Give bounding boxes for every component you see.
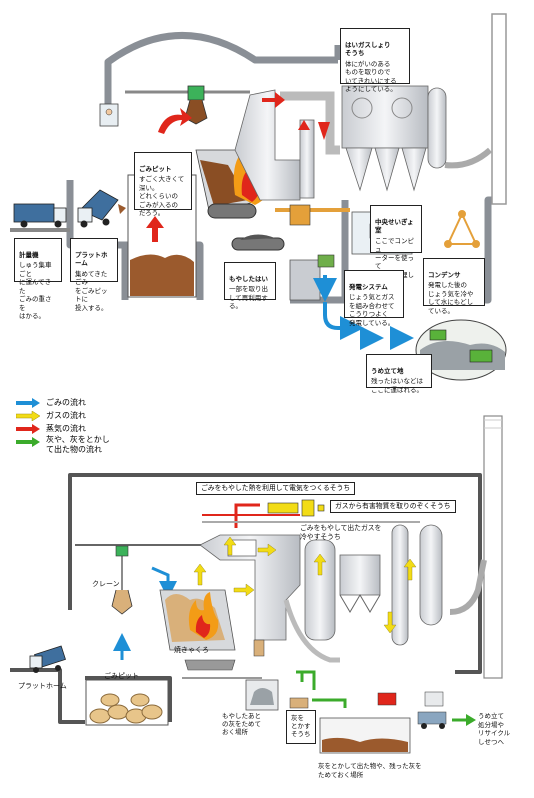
note-exhaust-title: はいガスしょり そうち	[345, 40, 391, 58]
bottom-garbage-pit	[85, 679, 169, 726]
note-power-system: 発電システムじょう気とガス を組み合わせて こうりつよく 発電している。	[344, 270, 404, 327]
legend-arrow-icon-steam	[16, 423, 40, 434]
note-platform: プラットホーム集めてきたごみ をごみピットに 投入する。	[70, 238, 118, 312]
top-truck-weighing	[10, 203, 70, 232]
note-weighing-title: 計量機	[19, 250, 39, 259]
top-chimney	[444, 13, 507, 205]
bottom-furnace	[159, 589, 262, 679]
top-steam-arrows	[146, 92, 330, 242]
note-landfill-body: 残ったはいなどは ここに運ばれる。	[371, 377, 423, 394]
note-weighing-body: しゅう集車ごと に運んできた ごみの重さを はかる。	[19, 261, 52, 320]
label-ash-store: もやしたあと の灰をためて おく場所	[222, 712, 261, 736]
note-ash-body: 一部を取り出 して再利用する。	[229, 285, 268, 310]
top-gas-treatment	[341, 85, 447, 192]
note-garbage-pit: ごみピットすごく大きくて 深い。 どれくらいの ごみが入るの だろう。	[134, 152, 192, 217]
note-garbage-pit-title: ごみピット	[139, 164, 172, 173]
note-ash: もやしたはい一部を取り出 して再利用する。	[224, 262, 276, 310]
top-landfill-image	[415, 319, 507, 381]
top-ash-truck	[317, 254, 335, 268]
legend-label-steam: 蒸気の流れ	[46, 424, 86, 433]
note-platform-body: 集めてきたごみ をごみピットに 投入する。	[75, 269, 108, 312]
note-garbage-pit-body: すごく大きくて 深い。 どれくらいの ごみが入るの だろう。	[139, 175, 185, 217]
bottom-crane	[75, 544, 205, 615]
note-control-title: 中央せいぎょ室	[375, 217, 414, 235]
legend-item-garbage: ごみの流れ	[16, 396, 172, 409]
legend-arrow-icon-ash	[16, 437, 40, 447]
note-power-title: 発電システム	[349, 282, 388, 291]
note-exhaust-treatment: はいガスしょり そうち体にがいのある ものを取りので いてきれいにする ようにし…	[340, 28, 410, 93]
note-weighing: 計量機しゅう集車ごと に運んできた ごみの重さを はかる。	[14, 238, 62, 320]
note-exhaust-body: 体にがいのある ものを取りので いてきれいにする ようにしている。	[345, 59, 397, 94]
note-power-body: じょう気とガス を組み合わせて こうりつよく 発電している。	[349, 293, 395, 327]
legend-arrow-icon-gas	[16, 410, 40, 421]
label-garbage-pit: ごみピット	[104, 672, 139, 680]
bottom-ash-store	[245, 639, 279, 711]
note-condenser-title: コンデンサ	[428, 270, 461, 279]
legend-label-garbage: ごみの流れ	[46, 398, 86, 407]
legend-item-ash: 灰や、灰をとかし て出た物の流れ	[16, 435, 172, 459]
flow-legend: ごみの流れ ガスの流れ 蒸気の流れ 灰や、灰をとかし て出た物の流れ	[16, 396, 172, 470]
top-condenser-network	[444, 210, 480, 248]
bottom-power-unit	[202, 499, 420, 528]
label-melt-store: 灰をとかして出た物や、残った灰を ためておく場所	[318, 762, 422, 779]
bottom-gas-cooling	[304, 524, 443, 646]
top-boiler	[234, 89, 340, 201]
legend-label-ash: 灰や、灰をとかし て出た物の流れ	[46, 435, 110, 454]
label-platform: プラットホーム	[18, 682, 67, 690]
legend-item-gas: ガスの流れ	[16, 409, 172, 422]
label-furnace: 焼きゃくろ	[174, 646, 209, 654]
bottom-chimney	[449, 415, 503, 679]
label-landfill-destination: うめ立て 処分場や リサイクル しせつへ	[478, 712, 511, 746]
legend-label-gas: ガスの流れ	[46, 411, 86, 420]
bottom-truck	[29, 645, 66, 673]
label-gas-removal: ガスから有害物質を取りのぞくそうち	[330, 500, 456, 513]
legend-item-steam: 蒸気の流れ	[16, 422, 172, 435]
bottom-gas-arrows	[193, 536, 417, 634]
label-power-unit: ごみをもやした熱を利用して電気をつくるそうち	[196, 482, 356, 495]
note-platform-title: プラットホーム	[75, 250, 108, 268]
top-truck-platform	[77, 189, 126, 228]
note-ash-title: もやしたはい	[229, 274, 268, 283]
note-condenser: コンデンサ発電した後の じょう気を冷や して水にもどし ている。	[423, 258, 485, 315]
top-ash-flow	[313, 275, 414, 350]
note-landfill: うめ立て地残ったはいなどは ここに運ばれる。	[366, 354, 432, 394]
label-melting-unit: 灰を とかす そうち	[286, 710, 316, 744]
label-gas-cooling: ごみをもやして出たガスを 冷やすそうち	[300, 524, 382, 541]
bottom-melting-unit	[289, 670, 476, 754]
note-landfill-title: うめ立て地	[371, 366, 404, 375]
bottom-garbage-flow	[113, 566, 177, 660]
legend-arrow-icon-garbage	[16, 397, 40, 408]
label-crane: クレーン	[92, 580, 120, 588]
note-condenser-body: 発電した後の じょう気を冷や して水にもどし ている。	[428, 281, 474, 315]
